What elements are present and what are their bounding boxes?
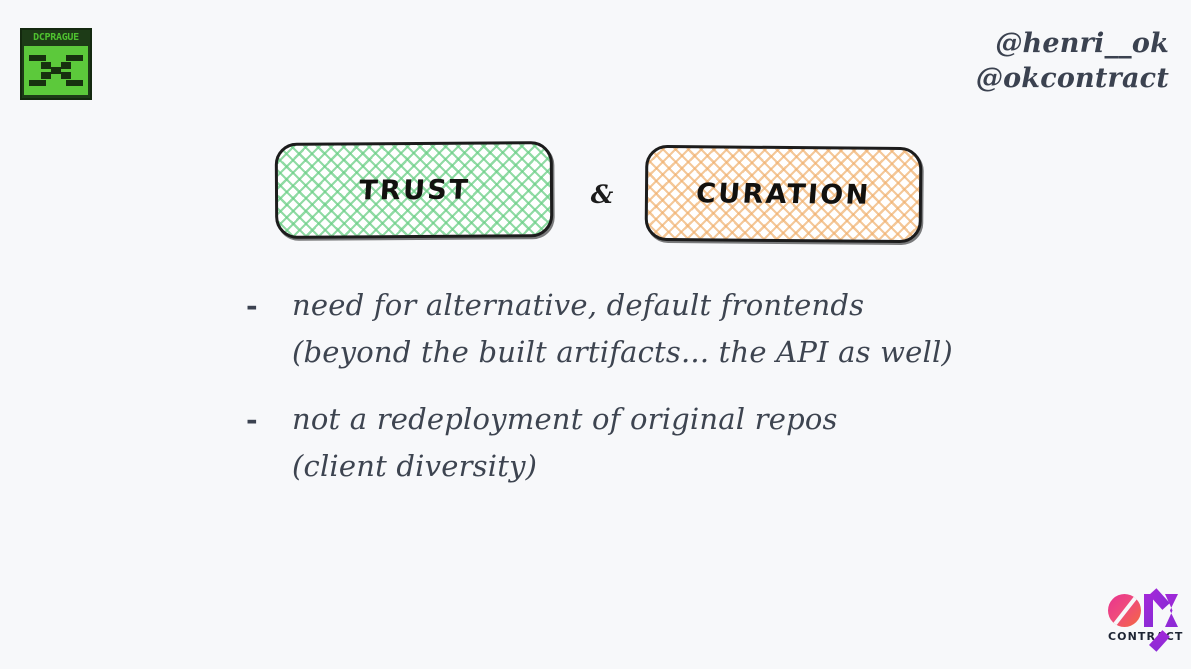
- bullet-primary-text: need for alternative, default frontends: [292, 288, 865, 322]
- handle-personal: @henri__ok: [995, 28, 1169, 59]
- bullet-marker-dash: -: [246, 403, 258, 436]
- bullet-primary-text: not a redeployment of original repos: [292, 402, 838, 436]
- dcprague-wordmark: DCPRAGUE: [22, 30, 90, 45]
- concept-boxes-row: TRUST & CURATION: [0, 138, 1191, 250]
- concept-box-trust: TRUST: [274, 141, 554, 239]
- bullet-list: - need for alternative, default frontend…: [246, 282, 1106, 510]
- handle-company: @okcontract: [975, 63, 1169, 94]
- bullet-secondary-text: (client diversity): [292, 449, 538, 483]
- speaker-handles: @henri__ok @okcontract: [976, 26, 1169, 96]
- concept-box-curation-label: CURATION: [695, 177, 872, 211]
- dcprague-pixel-x-icon: [24, 46, 88, 95]
- concept-box-curation: CURATION: [644, 144, 923, 244]
- concept-conjunction-ampersand: &: [590, 180, 614, 209]
- list-item: - not a redeployment of original repos (…: [246, 396, 1106, 490]
- bullet-secondary-text: (beyond the built artifacts... the API a…: [292, 335, 953, 369]
- okcontract-k-icon: [1144, 588, 1178, 652]
- concept-box-trust-label: TRUST: [357, 174, 471, 206]
- bullet-marker-dash: -: [246, 289, 258, 322]
- list-item: - need for alternative, default frontend…: [246, 282, 1106, 376]
- okcontract-ok-monogram-icon: [1108, 588, 1180, 652]
- okcontract-brand-logo: CONTRACT: [1108, 588, 1182, 652]
- okcontract-o-icon: [1108, 594, 1141, 627]
- dcprague-conference-logo: DCPRAGUE: [20, 28, 92, 100]
